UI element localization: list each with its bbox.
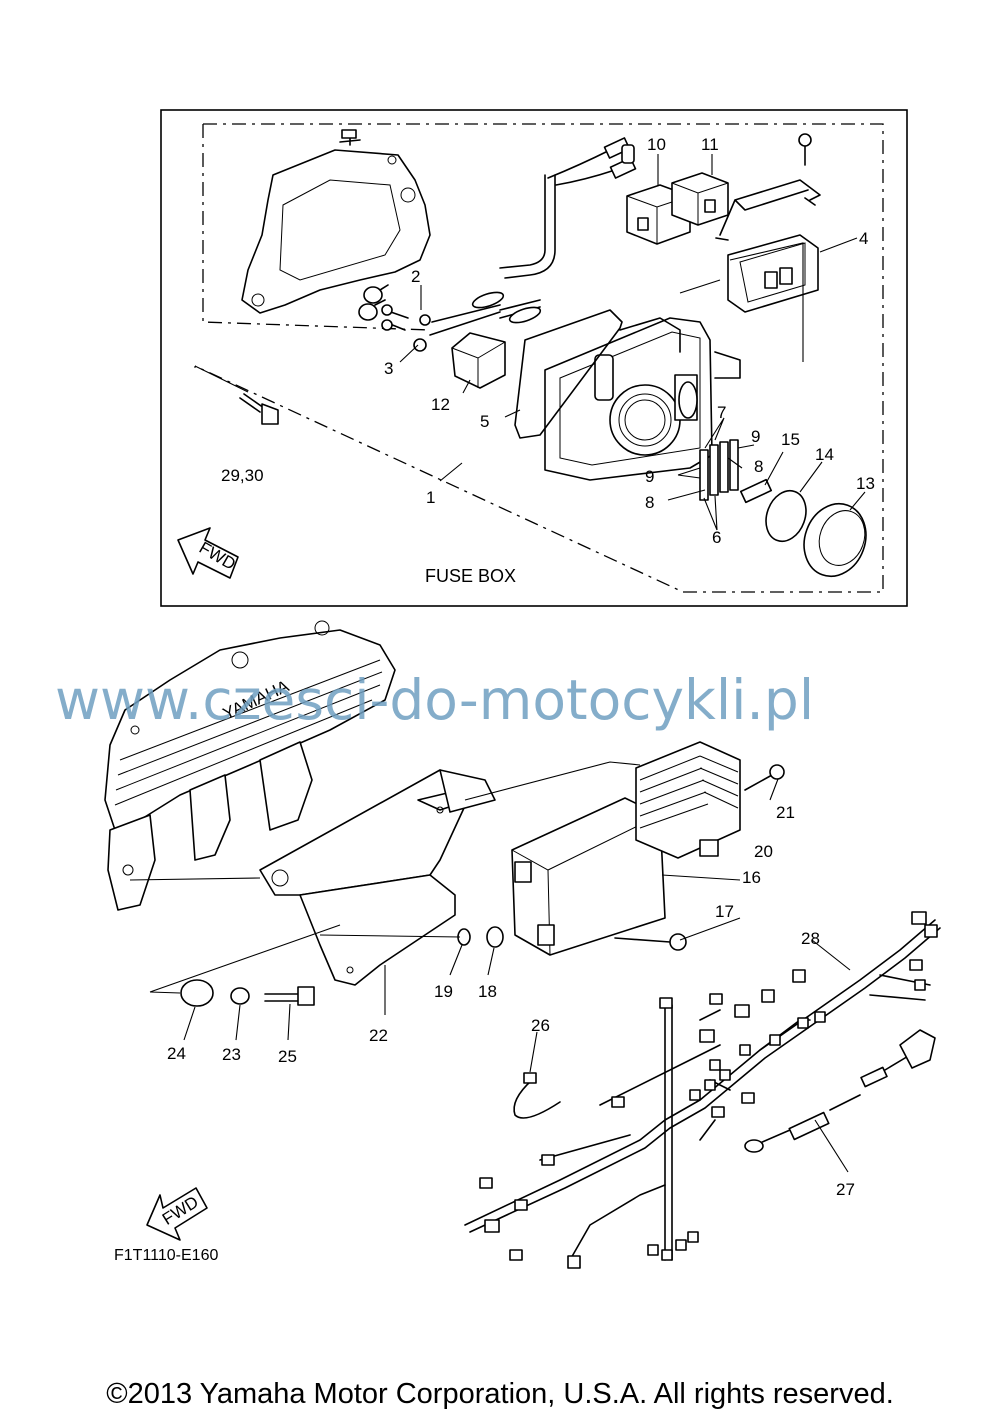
fuse-cap-icon bbox=[803, 502, 867, 578]
callout-3: 3 bbox=[384, 359, 393, 378]
ignition-coil-icon bbox=[413, 291, 542, 389]
callout-9b: 9 bbox=[645, 467, 654, 486]
bolt-icon bbox=[381, 304, 409, 331]
callout-14: 14 bbox=[815, 445, 834, 464]
copyright-notice: ©2013 Yamaha Motor Corporation, U.S.A. A… bbox=[106, 1378, 894, 1410]
wire-harness-icon bbox=[464, 911, 941, 1269]
callout-1: 1 bbox=[426, 488, 435, 507]
callout-24: 24 bbox=[167, 1044, 186, 1063]
callout-23: 23 bbox=[222, 1045, 241, 1064]
bolt-icon bbox=[614, 937, 671, 943]
callout-6: 6 bbox=[712, 528, 721, 547]
rectifier-regulator-icon bbox=[635, 741, 741, 859]
bracket-plate-icon bbox=[241, 129, 431, 314]
lower-assembly: YAMAHA bbox=[104, 620, 941, 1269]
callout-28: 28 bbox=[801, 929, 820, 948]
fwd-arrow-icon: FWD bbox=[146, 1187, 208, 1241]
callout-25: 25 bbox=[278, 1047, 297, 1066]
collar-icon bbox=[358, 284, 389, 321]
fuse-box-body-icon bbox=[544, 317, 741, 481]
fuse-box-label: FUSE BOX bbox=[425, 566, 516, 586]
callout-17: 17 bbox=[715, 902, 734, 921]
callout-26: 26 bbox=[531, 1016, 550, 1035]
diagram-code: F1T1110-E160 bbox=[114, 1247, 219, 1264]
relay-icon bbox=[671, 172, 729, 226]
callout-9a: 9 bbox=[751, 427, 760, 446]
callout-22: 22 bbox=[369, 1026, 388, 1045]
callout-5: 5 bbox=[480, 412, 489, 431]
bolt-icon bbox=[264, 986, 315, 1006]
callout-29-30: 29,30 bbox=[221, 466, 264, 485]
ground-lead-icon bbox=[744, 1029, 936, 1173]
grommet-icon bbox=[180, 979, 214, 1007]
callout-19: 19 bbox=[434, 982, 453, 1001]
fwd-arrow-icon: FWD bbox=[177, 527, 239, 579]
damper-icon bbox=[486, 926, 504, 948]
callout-16: 16 bbox=[742, 868, 761, 887]
inset-frame bbox=[160, 109, 908, 607]
fuse-box-cover-icon bbox=[715, 133, 821, 313]
wire-lead-icon bbox=[499, 137, 637, 279]
fuse-box-inset: FWD 2 3 4 5 6 7 8 8 9 9 10 11 12 13 14 1… bbox=[160, 109, 908, 607]
bolt-icon bbox=[239, 393, 279, 425]
callout-8a: 8 bbox=[754, 457, 763, 476]
callout-27: 27 bbox=[836, 1180, 855, 1199]
washer-icon bbox=[230, 987, 250, 1005]
callout-20: 20 bbox=[754, 842, 773, 861]
callout-13: 13 bbox=[856, 474, 875, 493]
lead-wire-icon bbox=[513, 1072, 561, 1119]
gasket-icon bbox=[514, 309, 623, 439]
callout-11: 11 bbox=[701, 135, 719, 154]
callout-15: 15 bbox=[781, 430, 800, 449]
cylinder-head-icon: YAMAHA bbox=[104, 620, 396, 911]
callout-8b: 8 bbox=[645, 493, 654, 512]
callout-7: 7 bbox=[717, 403, 726, 422]
callout-4: 4 bbox=[859, 229, 868, 248]
callout-12: 12 bbox=[431, 395, 450, 414]
callout-2: 2 bbox=[411, 267, 420, 286]
bolt-icon bbox=[744, 774, 773, 791]
callout-21: 21 bbox=[776, 803, 795, 822]
watermark-text: www.czesci-do-motocykli.pl bbox=[55, 668, 815, 732]
inset-dashed-outline-left bbox=[202, 124, 431, 331]
o-ring-icon bbox=[765, 489, 807, 543]
cdi-unit-icon bbox=[511, 797, 666, 956]
callout-10: 10 bbox=[647, 135, 666, 154]
fuse-puller-icon bbox=[739, 478, 773, 504]
callout-18: 18 bbox=[478, 982, 497, 1001]
mounting-bracket-icon bbox=[259, 769, 496, 986]
